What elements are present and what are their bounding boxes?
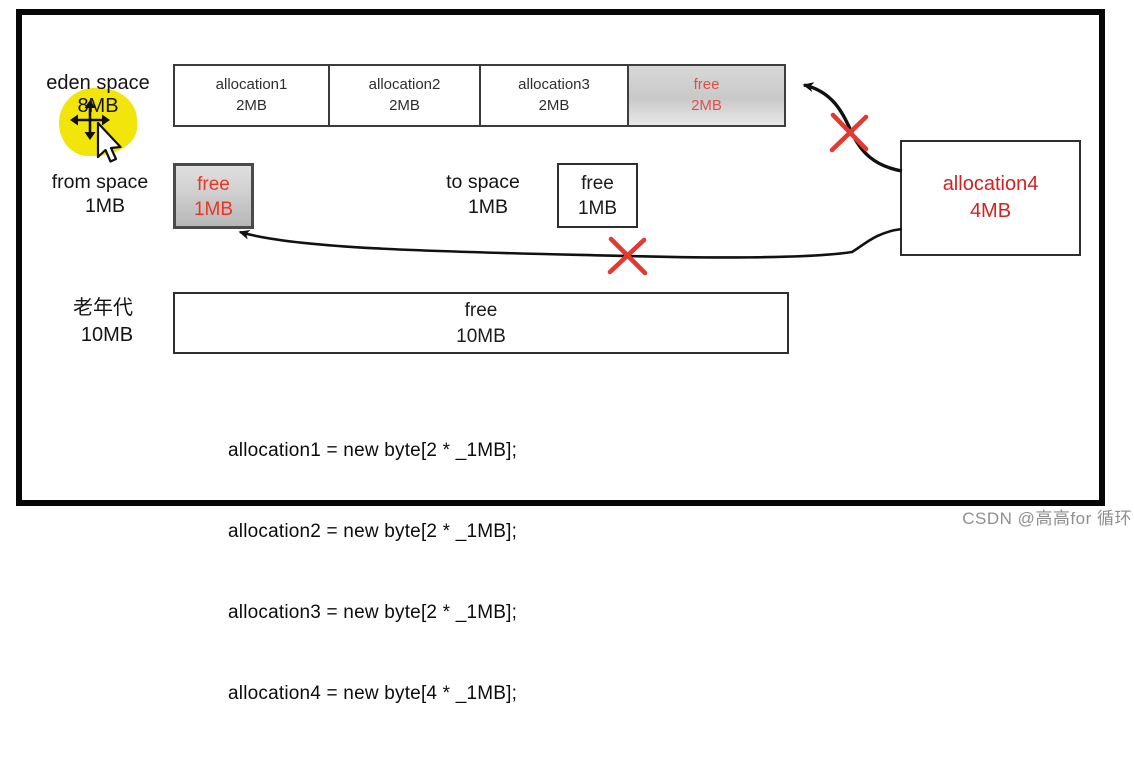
allocation4-box: allocation4 4MB: [900, 140, 1081, 256]
old-gen-state: free: [464, 300, 498, 321]
allocation4-size: 4MB: [969, 200, 1012, 222]
old-generation-size-label: 10MB: [80, 324, 134, 346]
code-line: allocation2 = new byte[2 * _1MB];: [228, 521, 518, 542]
old-generation-label: 老年代: [73, 297, 133, 319]
eden-cell-size: 2MB: [236, 97, 267, 114]
eden-space-label: eden space: [46, 72, 150, 94]
reject-x-eden-icon: [829, 112, 869, 153]
from-box-size: 1MB: [193, 199, 234, 220]
eden-cell-allocation3: allocation3 2MB: [479, 64, 629, 127]
to-space-size-label: 1MB: [467, 196, 509, 218]
code-listing: allocation1 = new byte[2 * _1MB]; alloca…: [228, 383, 517, 761]
arrow-allocation4-to-eden: [802, 82, 903, 173]
eden-cell-size: 2MB: [691, 97, 722, 114]
from-space-free-box: free 1MB: [173, 163, 254, 229]
eden-cell-size: 2MB: [538, 97, 570, 114]
reject-x-survivor-icon: [607, 236, 648, 276]
code-line: allocation1 = new byte[2 * _1MB];: [228, 440, 518, 461]
eden-cell-name: allocation2: [368, 76, 441, 93]
old-gen-size: 10MB: [456, 326, 506, 347]
to-space-label: to space: [446, 171, 520, 193]
eden-cell-name: allocation1: [215, 76, 288, 93]
eden-cell-name: allocation3: [518, 76, 590, 93]
eden-space-row: allocation1 2MB allocation2 2MB allocati…: [173, 64, 786, 127]
eden-cell-name: free: [693, 76, 720, 93]
allocation4-name: allocation4: [942, 173, 1039, 195]
eden-cell-allocation1: allocation1 2MB: [173, 64, 330, 127]
eden-cell-size: 2MB: [389, 97, 420, 114]
arrow-allocation4-to-from-space: [238, 227, 903, 259]
eden-space-size-label: 8MB: [77, 95, 119, 117]
eden-cell-allocation2: allocation2 2MB: [328, 64, 481, 127]
eden-cell-free: free 2MB: [627, 64, 786, 127]
old-generation-free-box: free 10MB: [173, 292, 789, 354]
code-line: allocation3 = new byte[2 * _1MB];: [228, 602, 518, 623]
slide-canvas: eden space 8MB from space 1MB to space 1…: [16, 9, 1132, 704]
from-space-size-label: 1MB: [84, 195, 126, 217]
from-space-label: from space: [51, 171, 149, 193]
code-line: allocation4 = new byte[4 * _1MB];: [228, 683, 518, 704]
to-box-state: free: [581, 173, 614, 194]
from-box-state: free: [197, 174, 230, 195]
csdn-watermark: CSDN @高高for 循环: [962, 509, 1132, 528]
to-space-free-box: free 1MB: [557, 163, 638, 228]
to-box-size: 1MB: [577, 198, 618, 219]
